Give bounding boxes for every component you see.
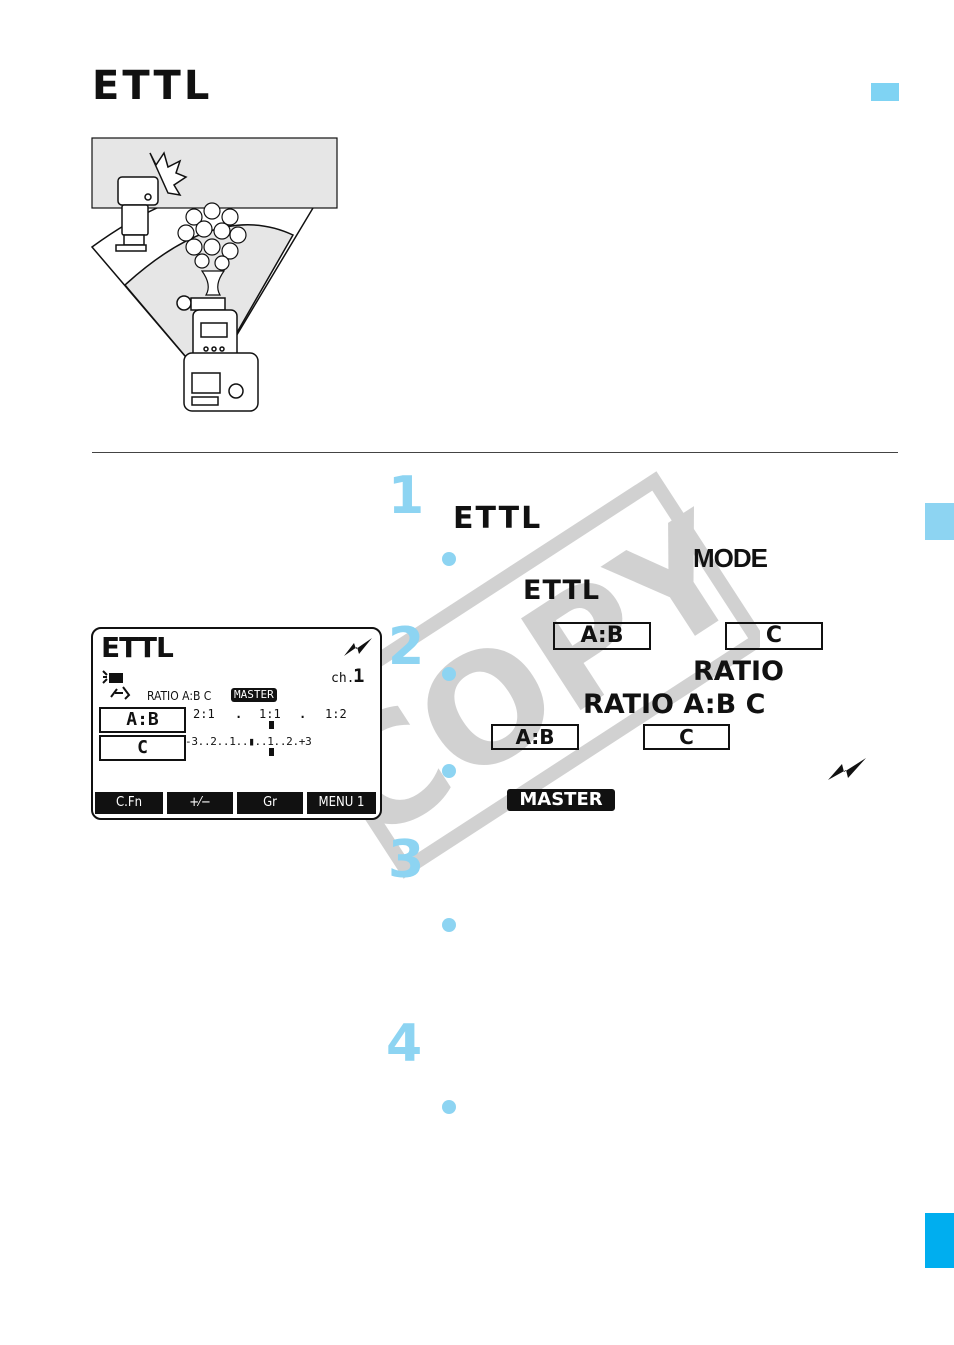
ratio-ab-box-small: A:B xyxy=(491,724,579,750)
section-tab-bottom xyxy=(925,1213,954,1268)
flash-unit-icon xyxy=(115,151,188,252)
wireless-lightning-icon xyxy=(828,758,866,780)
ratio-ab-box: A:B xyxy=(553,622,651,650)
lcd-ratio-scale-3: 1:1 xyxy=(259,707,281,721)
bullet xyxy=(442,667,456,681)
bullet xyxy=(442,764,456,778)
lcd-c-marker xyxy=(269,748,274,756)
mode-value: ETTL xyxy=(523,575,601,606)
step-number: 1 xyxy=(388,466,425,526)
lcd-c-scale: -3..2..1..▮..1..2.+3 xyxy=(185,735,312,748)
lcd-panel: ETTL ch. 1 RATIO A:B C MASTER A:B C 2:1 … xyxy=(91,627,382,820)
mode-button-label: MODE xyxy=(693,543,768,573)
lcd-wireless-icon xyxy=(344,638,372,656)
lcd-channel-prefix: ch. xyxy=(331,671,355,686)
lcd-footer-menu[interactable]: MENU 1 xyxy=(307,792,376,814)
lcd-footer-group[interactable]: Gr xyxy=(237,792,303,814)
master-badge: MASTER xyxy=(507,789,615,811)
lcd-ratio-scale-4: . xyxy=(299,707,307,721)
lcd-c-label: C xyxy=(99,735,186,761)
ratio-c-box-small: C xyxy=(643,724,730,750)
step-number: 4 xyxy=(386,1014,423,1074)
lcd-ratio-marker xyxy=(269,721,274,729)
lcd-ab-label: A:B xyxy=(99,707,186,733)
step-number: 3 xyxy=(388,830,425,890)
wireless-flash-illustration xyxy=(90,137,338,412)
lcd-channel: 1 xyxy=(353,665,365,687)
ratio-c-box: C xyxy=(725,622,823,650)
lcd-ratio-scale-1: 2:1 xyxy=(193,707,215,721)
page-title: ETTL xyxy=(92,63,213,109)
flash-exposure-icon xyxy=(102,670,131,700)
lcd-ratio-scale-2: . xyxy=(235,707,243,721)
lcd-ratio-scale-5: 1:2 xyxy=(325,707,347,721)
lcd-footer-cfn[interactable]: C.Fn xyxy=(95,792,163,814)
bullet xyxy=(442,1100,456,1114)
lcd-footer-fec[interactable]: +⁄− xyxy=(167,792,233,814)
step-number: 2 xyxy=(388,617,425,677)
section-divider xyxy=(92,452,898,453)
ratio-abc-label: RATIO A:B C xyxy=(583,689,766,720)
ratio-label: RATIO xyxy=(693,656,785,687)
bullet xyxy=(442,918,456,932)
step-heading: ETTL xyxy=(453,501,543,536)
lcd-ratio-label: RATIO A:B C xyxy=(147,689,212,703)
lcd-mode: ETTL xyxy=(101,631,174,664)
bullet xyxy=(442,552,456,566)
section-tab-middle xyxy=(925,503,954,540)
lcd-master-badge: MASTER xyxy=(231,688,277,702)
camera-with-transmitter-icon xyxy=(176,295,259,412)
section-tab-top xyxy=(871,83,899,101)
flower-bouquet-icon xyxy=(177,202,247,296)
